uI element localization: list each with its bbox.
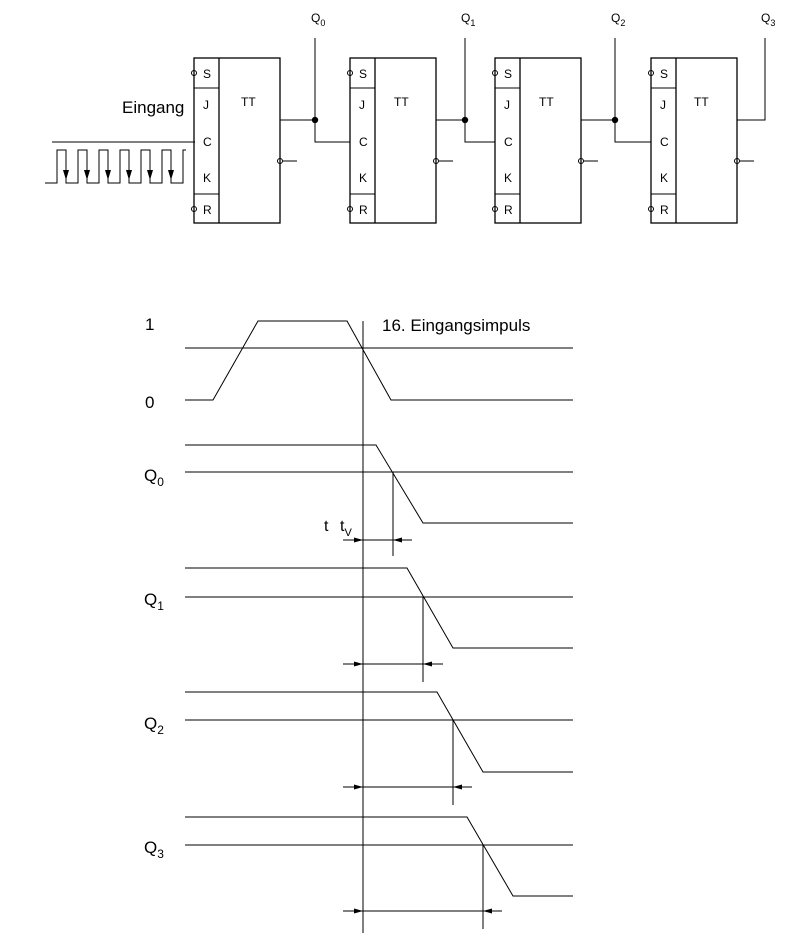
- delay-arrow-icon: [354, 661, 363, 667]
- pin-c: C: [203, 135, 212, 149]
- pin-r: R: [660, 203, 669, 217]
- pulse-arrow-icon: [126, 170, 132, 180]
- delay-label-tv: tV: [340, 518, 352, 539]
- output-label: Q2: [611, 11, 625, 28]
- input-waveform: [185, 320, 573, 401]
- flipflop-type: TT: [694, 95, 709, 109]
- flipflop-type: TT: [539, 95, 554, 109]
- pin-k: K: [504, 171, 512, 185]
- pin-c: C: [660, 135, 669, 149]
- pin-c: C: [504, 135, 513, 149]
- pulse-arrow-icon: [84, 170, 90, 180]
- pulse-arrow-icon: [147, 170, 153, 180]
- pulse-arrow-icon: [63, 170, 69, 180]
- delay-arrow-icon: [354, 784, 363, 790]
- input-label: Eingang: [122, 98, 184, 117]
- delay-arrow-icon: [423, 661, 432, 667]
- pin-r: R: [504, 203, 513, 217]
- flipflop-2: TT S J C K R Q2: [492, 11, 625, 224]
- pin-r: R: [203, 203, 212, 217]
- level-high-label: 1: [145, 315, 154, 334]
- flipflop-0: TT S J C K R Q0: [191, 11, 325, 224]
- pin-j: J: [359, 98, 365, 112]
- delay-label-t: t: [324, 518, 329, 535]
- flipflop-3: TT S J C K R Q3: [648, 11, 775, 224]
- flipflop-type: TT: [241, 95, 256, 109]
- input-title: 16. Eingangsimpuls: [382, 316, 530, 335]
- signal-q2: Q2: [144, 691, 573, 805]
- pin-j: J: [660, 98, 666, 112]
- delay-arrow-icon: [354, 537, 363, 543]
- signal-q3: Q3: [144, 816, 573, 929]
- level-low-label: 0: [145, 393, 154, 412]
- circuit: Eingang TT S J C K R Q0: [45, 11, 775, 224]
- pulse-arrow-icon: [105, 170, 111, 180]
- pin-s: S: [359, 67, 367, 81]
- pin-j: J: [504, 98, 510, 112]
- output-label: Q3: [761, 11, 775, 28]
- timing-diagram: 16. Eingangsimpuls 1 0 Q0 t tV Q1 Q2: [144, 315, 573, 933]
- pin-s: S: [203, 67, 211, 81]
- pulse-arrow-icon: [168, 170, 174, 180]
- signal-q1: Q1: [144, 567, 573, 682]
- signal-label: Q0: [144, 466, 164, 489]
- delay-arrow-icon: [483, 908, 492, 914]
- pin-j: J: [203, 98, 209, 112]
- flipflop-type: TT: [394, 95, 409, 109]
- flipflop-1: TT S J C K R Q1: [347, 11, 475, 224]
- signal-q0: Q0: [144, 444, 573, 556]
- delay-arrow-icon: [354, 908, 363, 914]
- pin-k: K: [660, 171, 668, 185]
- output-label: Q1: [461, 11, 475, 28]
- pin-k: K: [359, 171, 367, 185]
- signal-label: Q2: [144, 714, 164, 737]
- delay-arrow-icon: [453, 784, 462, 790]
- input-pulse-train: [45, 141, 195, 184]
- delay-arrow-icon: [393, 537, 402, 543]
- pin-s: S: [504, 67, 512, 81]
- pin-k: K: [203, 171, 211, 185]
- output-label: Q0: [311, 11, 325, 28]
- signal-label: Q1: [144, 590, 164, 613]
- pin-c: C: [359, 135, 368, 149]
- signal-label: Q3: [144, 838, 164, 861]
- pin-s: S: [660, 67, 668, 81]
- pin-r: R: [359, 203, 368, 217]
